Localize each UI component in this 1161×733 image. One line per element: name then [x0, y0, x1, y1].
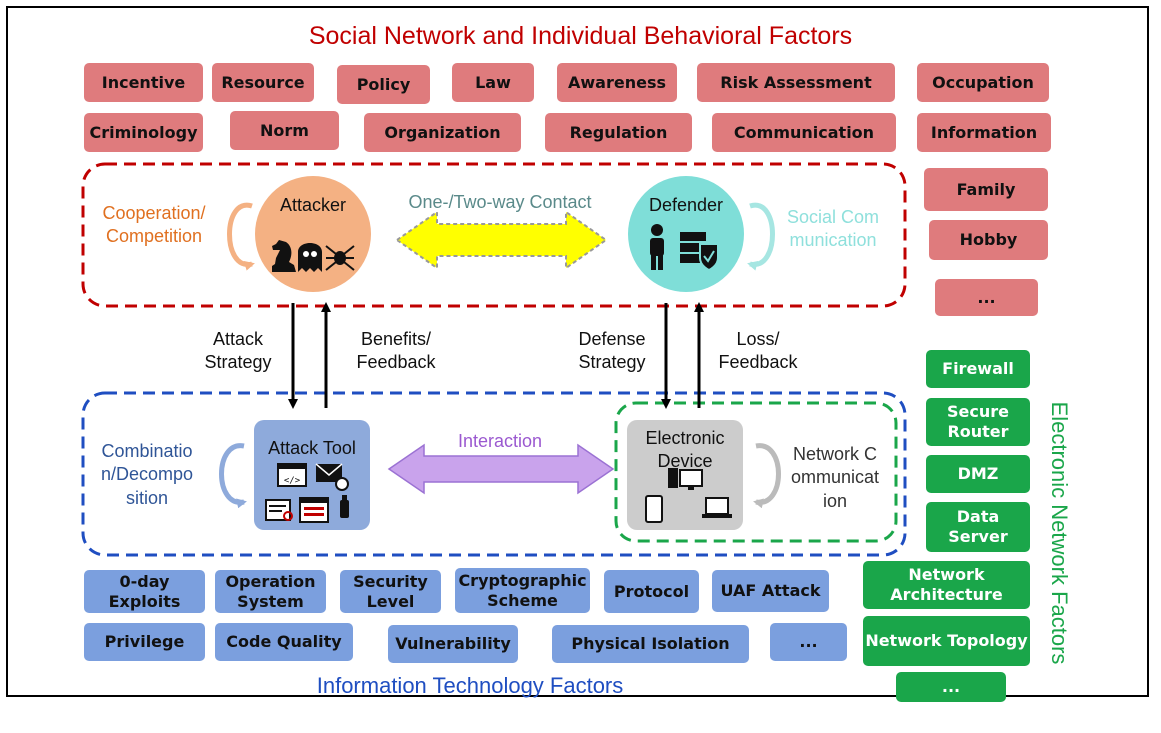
- spider-icon: [325, 245, 355, 271]
- cooperation-loop-arrow: [227, 202, 255, 271]
- person-icon: [650, 224, 664, 270]
- social-comm-loop-arrow: [747, 202, 775, 271]
- binary-window-icon: [299, 497, 329, 523]
- cooperation-label: Cooperation/Competition: [102, 203, 206, 247]
- factor-vulnerability: Vulnerability: [388, 625, 518, 663]
- tablet-icon: [645, 495, 663, 523]
- ghost-icon: [298, 243, 322, 272]
- factor-criminology: Criminology: [84, 113, 203, 152]
- network-layer-container: [614, 401, 898, 543]
- laptop-icon: [702, 497, 732, 518]
- social-comm-label: Social Communication: [786, 207, 880, 251]
- factor-code-quality: Code Quality: [215, 623, 353, 661]
- factor-occupation: Occupation: [917, 63, 1049, 102]
- combination-loop-arrow: [219, 443, 247, 509]
- computer-icon: [668, 468, 703, 490]
- chess-knight-icon: [272, 240, 296, 272]
- attacker-label: Attacker: [279, 195, 347, 215]
- interaction-arrow: [387, 443, 615, 495]
- contact-label: One-/Two-way Contact: [408, 192, 592, 212]
- social-layer-container: [81, 162, 907, 308]
- defense-strategy-label: Defense Strategy: [578, 329, 646, 373]
- factor-incentive: Incentive: [84, 63, 203, 102]
- server-shield-icon: [680, 232, 719, 272]
- network-comm-loop-arrow: [753, 443, 781, 509]
- mail-web-icon: [315, 463, 349, 491]
- factor-network-topology: Network Topology: [863, 616, 1030, 666]
- factor-network-architecture: Network Architecture: [863, 561, 1030, 609]
- factor-cryptographic-scheme: Cryptographic Scheme: [455, 568, 590, 613]
- factor-privilege: Privilege: [84, 623, 205, 661]
- factor-organization: Organization: [364, 113, 521, 152]
- attack-strategy-label: Attack Strategy: [204, 329, 272, 373]
- factor-risk-assessment: Risk Assessment: [697, 63, 895, 102]
- factor-security-level: Security Level: [340, 570, 441, 613]
- factor-more-network: ...: [896, 672, 1006, 702]
- it-title: Information Technology Factors: [316, 673, 624, 698]
- factor-more-it: ...: [770, 623, 847, 661]
- factor-more-social: ...: [935, 279, 1038, 316]
- factor-protocol: Protocol: [604, 570, 699, 613]
- search-doc-icon: [265, 499, 293, 521]
- svg-text:</>: </>: [284, 476, 301, 486]
- attack-tool-label: Attack Tool: [268, 438, 356, 458]
- factor-uaf-attack: UAF Attack: [712, 570, 829, 612]
- factor-hobby: Hobby: [929, 220, 1048, 260]
- en-title: Electronic Network Factors: [1047, 401, 1072, 665]
- factor-firewall: Firewall: [926, 350, 1030, 388]
- defender-label: Defender: [648, 195, 724, 215]
- factor-communication: Communication: [712, 113, 896, 152]
- electronic-device-label: Electronic Device: [645, 428, 725, 472]
- factor-awareness: Awareness: [557, 63, 677, 102]
- factor-resource: Resource: [212, 63, 314, 102]
- factor-family: Family: [924, 168, 1048, 211]
- usb-drive-icon: [340, 495, 349, 518]
- factor-0day-exploits: 0-day Exploits: [84, 570, 205, 613]
- factor-operation-system: Operation System: [215, 570, 326, 613]
- factor-data-server: Data Server: [926, 502, 1030, 552]
- diagram-canvas: </>: [81, 162, 907, 557]
- factor-law: Law: [452, 63, 534, 102]
- factor-policy: Policy: [337, 65, 430, 104]
- loss-feedback-label: Loss/ Feedback: [718, 329, 798, 373]
- benefits-feedback-label: Benefits/ Feedback: [356, 329, 436, 373]
- factor-information: Information: [917, 113, 1051, 152]
- it-layer-container: [81, 391, 907, 557]
- combination-label: Combination/Decomposition: [100, 441, 194, 508]
- factor-physical-isolation: Physical Isolation: [552, 625, 749, 663]
- diagram-frame: [6, 6, 1149, 697]
- factor-regulation: Regulation: [545, 113, 692, 152]
- factor-dmz: DMZ: [926, 455, 1030, 493]
- interaction-label: Interaction: [457, 431, 543, 451]
- code-window-icon: </>: [277, 463, 307, 487]
- factor-norm: Norm: [230, 111, 339, 150]
- factor-secure-router: Secure Router: [926, 398, 1030, 446]
- social-title: Social Network and Individual Behavioral…: [308, 22, 853, 50]
- network-comm-label: Network Communication: [790, 444, 880, 511]
- contact-arrow: [395, 210, 608, 270]
